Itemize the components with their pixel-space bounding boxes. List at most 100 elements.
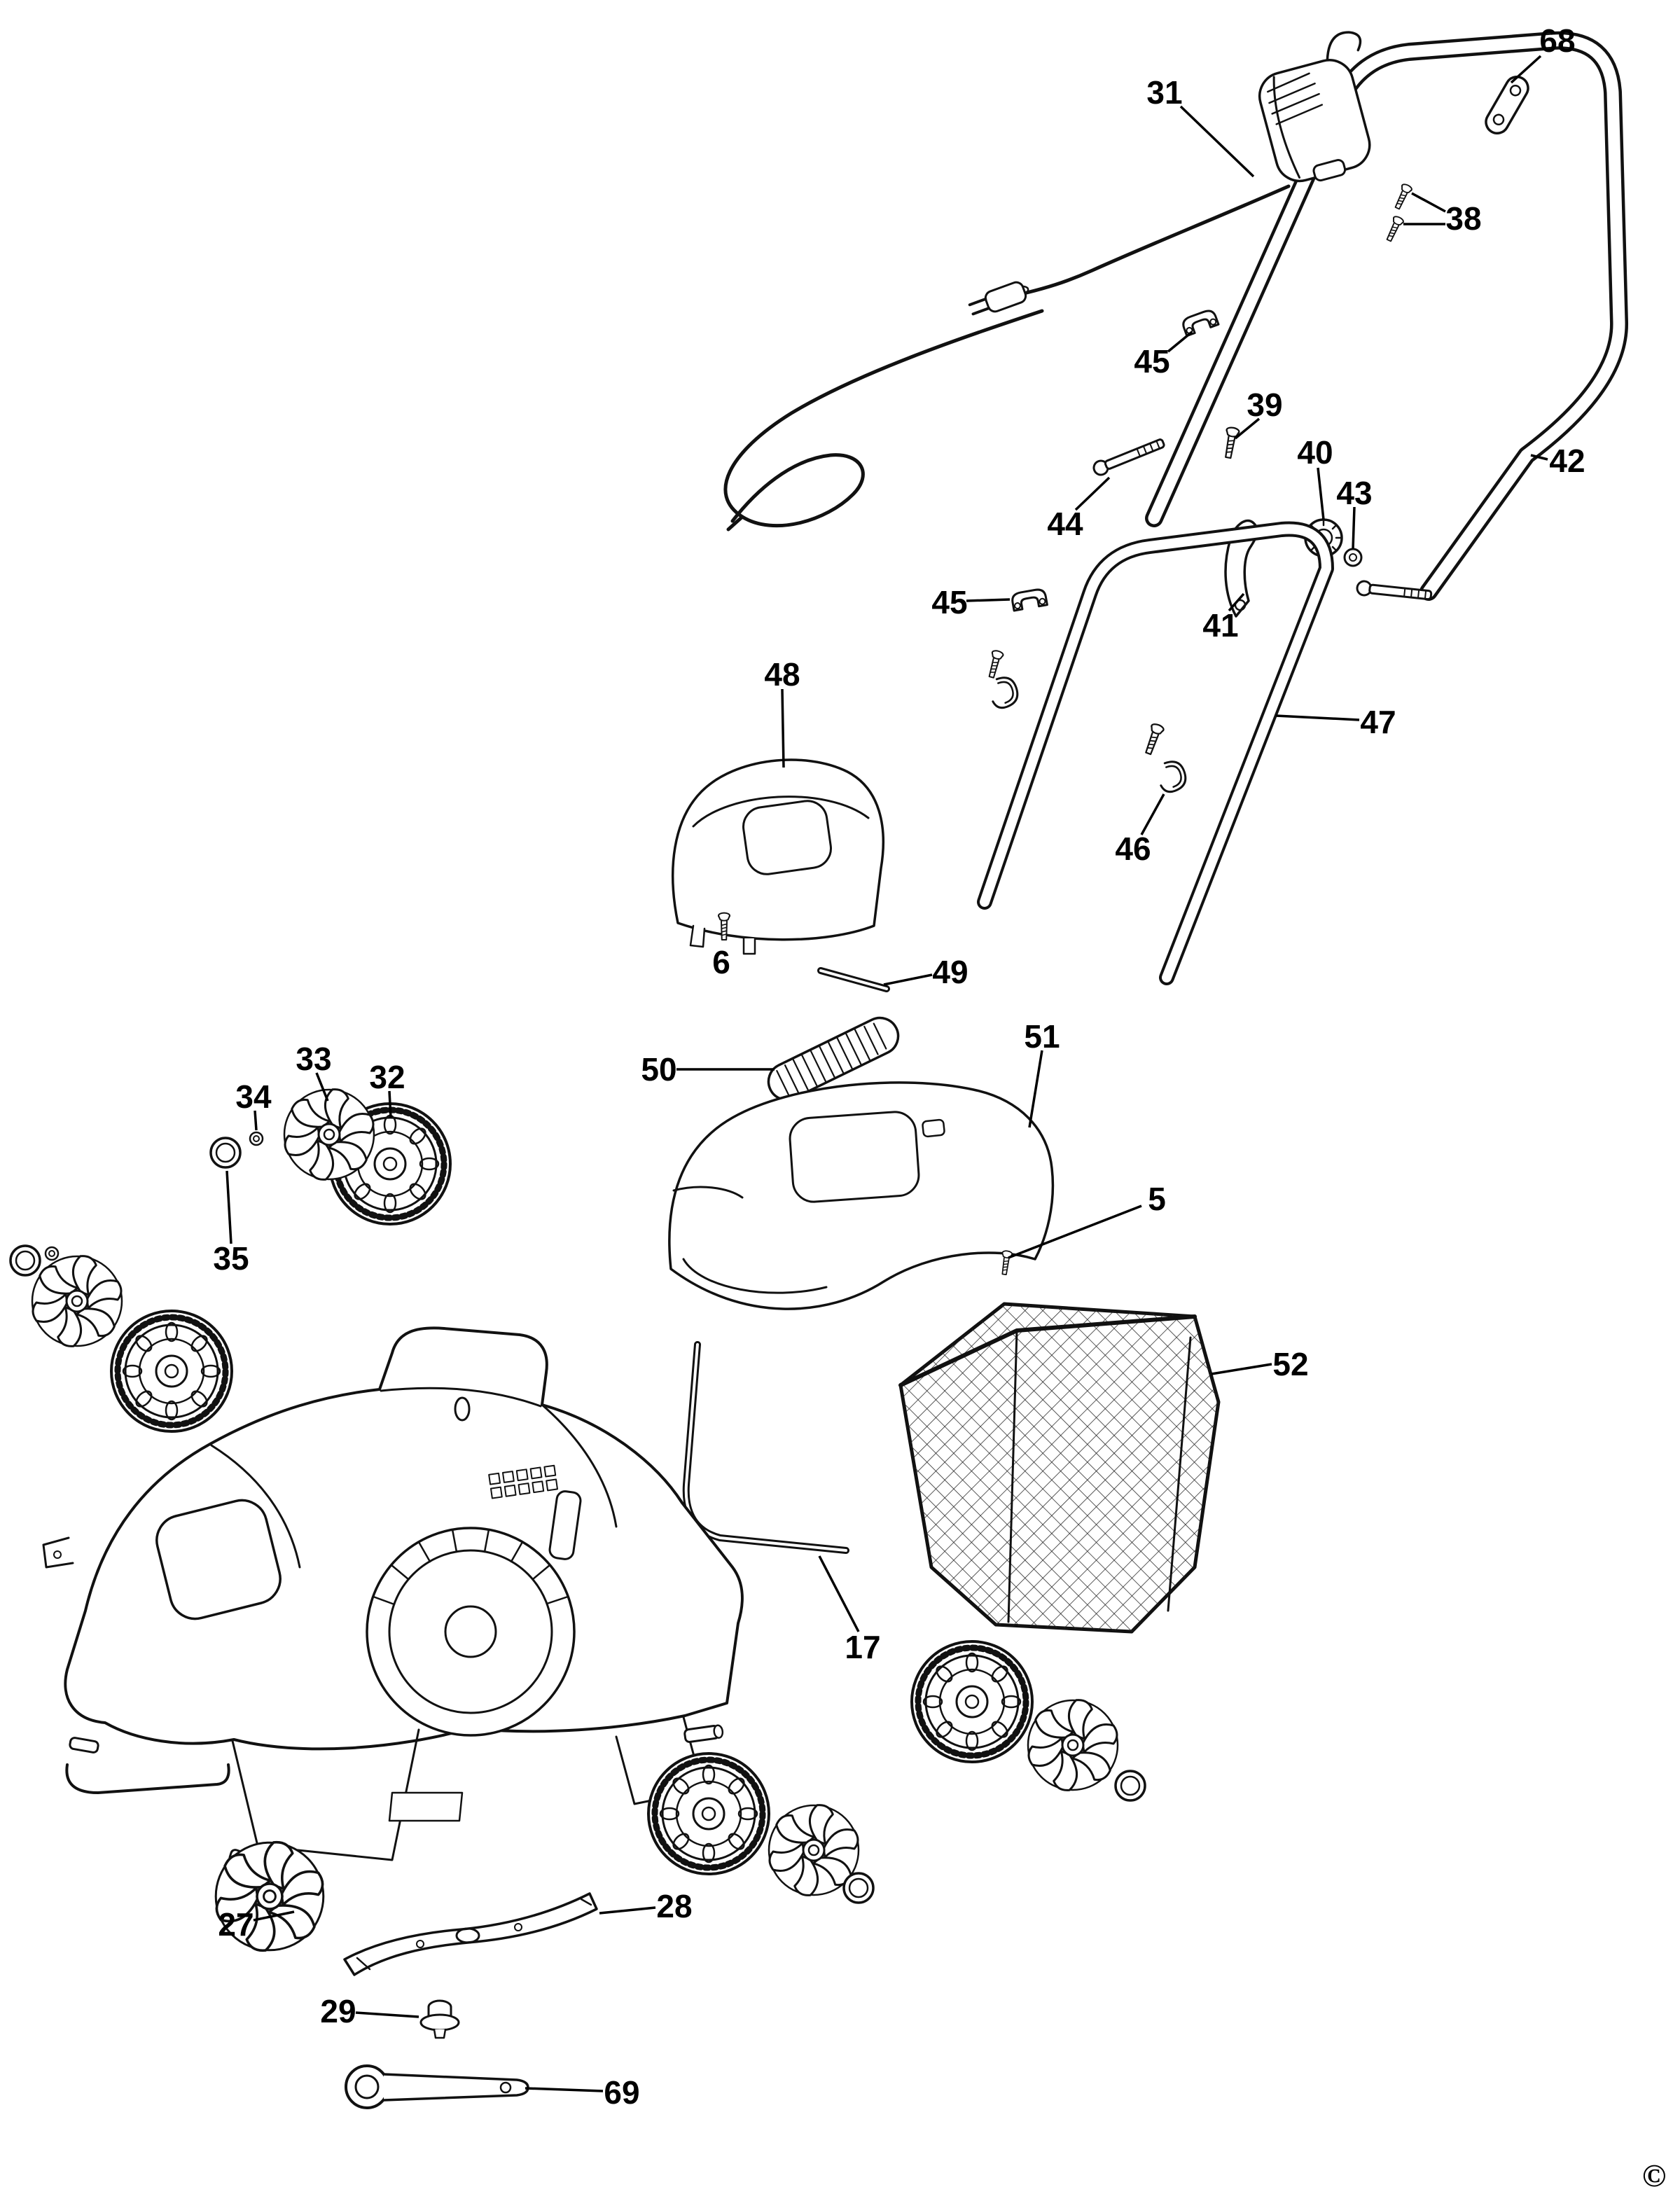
part-label-50: 50	[641, 1051, 676, 1088]
cable-clip-upper	[1180, 307, 1220, 338]
part-label-46: 46	[1115, 831, 1151, 867]
o-ring-left-lower	[9, 1244, 41, 1277]
wheel-left-lower	[111, 1311, 232, 1431]
o-ring-center-bottom	[842, 1872, 875, 1904]
bolt-43	[1355, 579, 1433, 604]
part-label-44: 44	[1047, 506, 1083, 542]
leader-line-29	[355, 2011, 419, 2018]
part-label-42: 42	[1549, 443, 1585, 479]
power-plug	[968, 281, 1029, 316]
part-label-29: 29	[320, 1993, 356, 2029]
leader-line-48	[781, 688, 785, 768]
part-label-51: 51	[1024, 1018, 1060, 1055]
upper-handle-tube	[1154, 41, 1619, 592]
leader-line-52	[1211, 1363, 1272, 1375]
leader-line-33	[315, 1072, 329, 1102]
wheel-right-mid	[912, 1641, 1032, 1762]
blade-28	[343, 1892, 598, 1976]
motor-cover-48	[672, 758, 885, 955]
part-label-41: 41	[1202, 607, 1238, 644]
nut-43	[1343, 548, 1363, 567]
leader-line-44	[1074, 476, 1111, 511]
part-label-31: 31	[1146, 74, 1182, 111]
wheel-center-bottom	[648, 1754, 769, 1874]
power-cable	[723, 184, 1291, 532]
part-label-38: 38	[1445, 200, 1481, 237]
leader-line-27	[253, 1910, 295, 1922]
leader-line-45	[1167, 331, 1193, 353]
leader-line-51	[1028, 1050, 1043, 1128]
part-label-69: 69	[604, 2074, 639, 2111]
leader-line-42	[1530, 454, 1548, 461]
leader-line-5	[1008, 1204, 1142, 1259]
cam-lever-41	[1224, 519, 1258, 618]
part-label-68: 68	[1539, 22, 1575, 59]
deck-cover-51	[668, 1081, 1055, 1310]
o-ring-right-mid	[1114, 1770, 1146, 1802]
o-ring-35	[209, 1137, 242, 1169]
leader-line-40	[1317, 467, 1325, 520]
leader-line-69	[525, 2087, 604, 2092]
part-label-35: 35	[213, 1240, 249, 1277]
screws-38	[1383, 182, 1414, 244]
part-label-43: 43	[1336, 475, 1372, 511]
part-label-17: 17	[845, 1629, 880, 1665]
part-label-34: 34	[235, 1078, 272, 1115]
grass-bag-52	[898, 1302, 1221, 1634]
part-label-5: 5	[1148, 1181, 1166, 1217]
part-label-45: 45	[931, 584, 967, 620]
grip-50	[767, 1016, 900, 1102]
copyright-symbol: ©	[1642, 2158, 1666, 2193]
leader-line-17	[818, 1555, 860, 1632]
leader-line-46	[1140, 793, 1165, 835]
impeller-left-lower	[32, 1253, 122, 1350]
leader-line-32	[388, 1090, 392, 1118]
leader-line-47	[1275, 714, 1360, 721]
screw-46	[1141, 721, 1166, 757]
cable-hook	[1485, 76, 1529, 134]
leader-line-28	[599, 1906, 656, 1915]
mower-body	[42, 1326, 744, 1873]
screw-39	[1221, 425, 1241, 460]
bag-frame-17	[686, 1345, 846, 1550]
part-label-48: 48	[764, 656, 800, 693]
switch-housing	[1258, 31, 1371, 183]
leader-line-34	[254, 1110, 258, 1131]
blade-bolt-29	[419, 1999, 460, 2039]
p-clip-left	[985, 672, 1022, 712]
leader-line-41	[1228, 592, 1245, 612]
washer-34	[249, 1131, 264, 1146]
leader-line-68	[1510, 55, 1542, 84]
impeller-right-mid	[1028, 1697, 1118, 1794]
spanner-69	[345, 2064, 529, 2109]
part-label-39: 39	[1247, 387, 1282, 423]
rod-49	[821, 971, 887, 989]
part-label-47: 47	[1360, 704, 1396, 740]
leader-line-31	[1179, 105, 1255, 178]
exploded-view-art	[9, 31, 1619, 2109]
part-label-49: 49	[932, 954, 968, 990]
p-clip-46	[1153, 756, 1190, 796]
bolt-44	[1090, 435, 1167, 478]
leader-line-39	[1234, 417, 1261, 440]
leader-line-49	[883, 973, 933, 986]
leader-line-35	[225, 1170, 232, 1244]
part-label-33: 33	[296, 1041, 331, 1077]
part-label-6: 6	[712, 944, 730, 980]
leader-lines	[225, 55, 1548, 2092]
leader-line-43	[1352, 506, 1356, 550]
leader-line-38	[1411, 192, 1446, 213]
leader-line-45	[966, 598, 1011, 602]
washer-left-lower	[44, 1246, 60, 1261]
cable-clip-lower	[1010, 587, 1048, 612]
part-label-27: 27	[218, 1906, 254, 1943]
part-label-32: 32	[369, 1059, 405, 1095]
impeller-33	[284, 1086, 374, 1183]
part-label-45: 45	[1134, 343, 1169, 380]
part-label-28: 28	[656, 1888, 692, 1924]
part-label-40: 40	[1297, 434, 1333, 471]
part-label-52: 52	[1272, 1346, 1308, 1382]
